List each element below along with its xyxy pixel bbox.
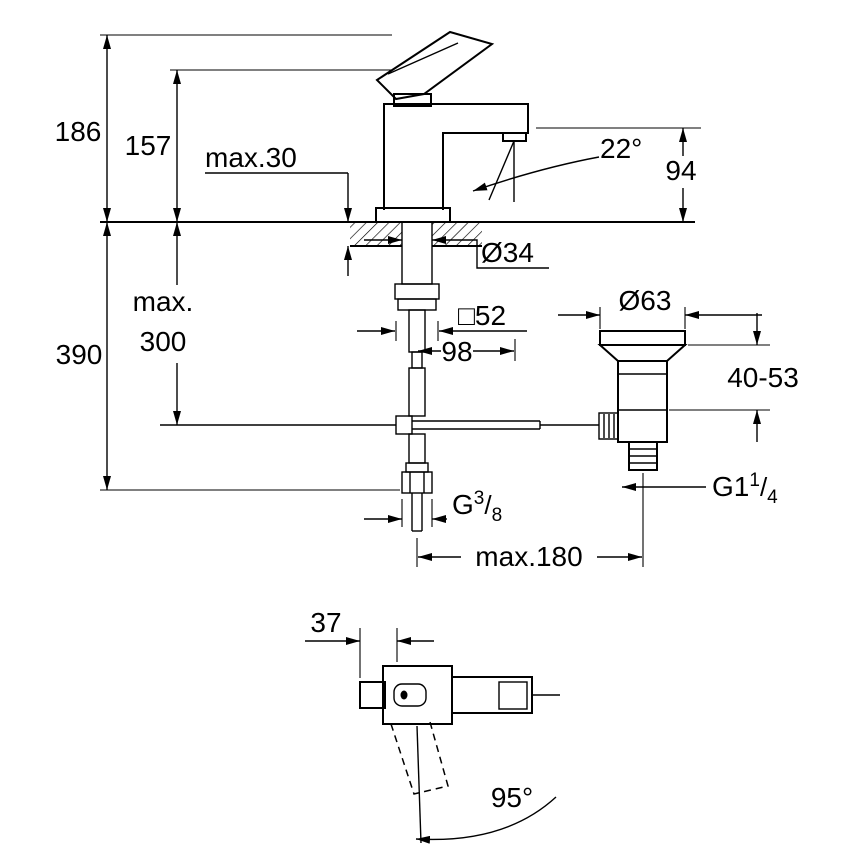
deck-hatch-left [350, 223, 402, 246]
lever-swung-outline [390, 721, 449, 795]
cartridge-plan [393, 683, 427, 707]
popup-actuating-rod [160, 420, 599, 430]
dimension-base-square-52: □52 [357, 300, 527, 341]
dimension-total-height-186: 186 [55, 34, 392, 222]
dimension-install-depth-390: 390 [56, 222, 400, 491]
lever-tip-plan [359, 681, 386, 709]
dimension-swivel-angle-95: 95° [390, 721, 557, 844]
spout-end-plan [498, 681, 528, 710]
water-stream [488, 140, 515, 202]
dimension-aerator-angle-22: 22° [472, 133, 642, 192]
label-max180: max.180 [475, 541, 582, 572]
popup-waste-assembly [597, 330, 688, 471]
dimension-supply-thread-g3-8: G3/8 [364, 488, 502, 527]
mounting-shank-and-hoses [394, 221, 440, 532]
faucet-top-view [359, 665, 560, 725]
label-g1-1-4: G11/4 [712, 470, 778, 508]
dimension-shank-diameter-34: Ø34 [364, 236, 549, 269]
dimension-spout-projection-98: 98 [418, 336, 516, 367]
label-40-53: 40-53 [727, 362, 799, 393]
flex-hose-middle [408, 367, 426, 417]
label-max30: max.30 [205, 142, 297, 173]
dimension-flange-diameter-63: Ø63 [558, 285, 762, 329]
label-95deg: 95° [491, 782, 533, 813]
label-d63: Ø63 [619, 285, 672, 316]
dimension-handle-height-157: 157 [125, 69, 393, 222]
deck-hatch-right [432, 223, 482, 246]
dimension-center-distance-max180: max.180 [416, 473, 644, 572]
dimension-rod-length-max300: max. 300 [133, 222, 194, 425]
dimension-waste-thread-g1-1-4: G11/4 [622, 470, 778, 508]
label-max-word: max. [133, 286, 194, 317]
cartridge-detail [400, 690, 408, 700]
label-186: 186 [55, 116, 102, 147]
dimension-deck-thickness-max30: max.30 [205, 142, 352, 276]
label-sq52: □52 [458, 300, 506, 331]
label-d34: Ø34 [481, 237, 534, 268]
rod-adjust-knob [598, 412, 619, 440]
lever-handle [375, 30, 495, 107]
label-94: 94 [665, 155, 696, 186]
label-22deg: 22° [600, 133, 642, 164]
label-98: 98 [441, 336, 472, 367]
dimension-lever-offset-37: 37 [305, 607, 434, 678]
dimension-clamp-range-40-53: 40-53 [669, 313, 799, 442]
label-g3-8: G3/8 [452, 488, 502, 526]
label-157: 157 [125, 130, 172, 161]
supply-hex-nut [401, 471, 433, 494]
label-37: 37 [310, 607, 341, 638]
label-300: 300 [140, 326, 187, 357]
label-390: 390 [56, 339, 103, 370]
dimension-outlet-height-94: 94 [536, 127, 701, 222]
